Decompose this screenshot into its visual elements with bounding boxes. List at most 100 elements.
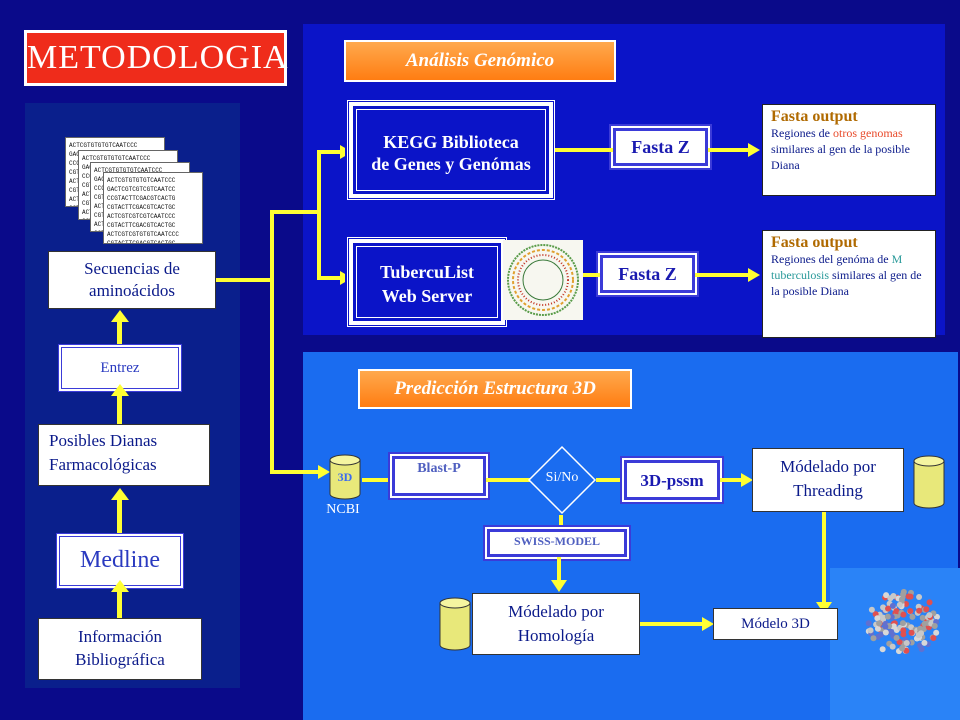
output-text-part: Regiones del genóma de: [771, 252, 892, 266]
threading-box: Módelado por Threading: [752, 448, 904, 512]
connector-line: [557, 557, 561, 583]
output-text-highlight: otros genomas: [833, 126, 903, 140]
arrow-right-icon: [318, 465, 330, 479]
modelo-3d-box: Módelo 3D: [713, 608, 838, 640]
atom-dot: [931, 623, 938, 630]
atom-dot: [933, 629, 940, 636]
atom-dot: [883, 592, 890, 599]
structure-panel-extension: [830, 568, 960, 720]
swiss-model-box: SWISS-MODEL: [487, 529, 627, 557]
connector-line: [317, 150, 321, 280]
prediccion-header: Predicción Estructura 3D: [358, 369, 632, 409]
atom-dot: [882, 623, 889, 630]
connector-line: [270, 210, 274, 472]
atom-dot: [870, 635, 877, 642]
atom-dot: [880, 604, 887, 611]
atom-dot: [882, 629, 889, 636]
arrow-right-icon: [748, 143, 760, 157]
kegg-line2: de Genes y Genómas: [371, 154, 531, 174]
decision-diamond: [527, 445, 597, 515]
atom-dot: [890, 592, 897, 599]
atom-dot: [903, 639, 910, 646]
atom-dot: [908, 624, 915, 631]
blast-p-box: Blast-P: [392, 456, 486, 496]
page-title: METODOLOGIA: [24, 30, 288, 86]
atom-dot: [900, 631, 907, 638]
arrow-up-icon: [111, 384, 129, 396]
atom-dot: [879, 646, 886, 653]
connector-line: [822, 512, 826, 607]
fasta-output-box-1: Fasta output Regiones de otros genomas s…: [762, 104, 936, 196]
fasta-output-text: Regiones del genóma de M tuberculosis si…: [771, 251, 927, 299]
genome-map-image: [503, 240, 583, 320]
database-label: 3D: [337, 470, 353, 484]
fasta-output-title: Fasta output: [771, 234, 858, 251]
fasta-output-text: Regiones de otros genomas similares al g…: [771, 125, 927, 173]
arrow-up-icon: [111, 580, 129, 592]
arrow-up-icon: [111, 310, 129, 322]
tubercu-line2: Web Server: [381, 286, 473, 306]
kegg-line1: KEGG Biblioteca: [383, 132, 519, 152]
connector-line: [720, 478, 748, 482]
connector-line: [362, 478, 392, 482]
atom-dot: [909, 613, 916, 620]
connector-line: [596, 478, 624, 482]
atom-dot: [889, 643, 896, 650]
atom-dot: [884, 613, 891, 620]
arrow-line: [117, 498, 122, 533]
output-text-part: Regiones de: [771, 126, 833, 140]
connector-line: [317, 150, 347, 154]
3d-pssm-box: 3D-pssm: [624, 460, 720, 500]
atom-dot: [900, 588, 907, 595]
output-text-part: similares al gen de la posible Diana: [771, 142, 910, 172]
atom-dot: [926, 599, 933, 606]
arrow-down-icon: [551, 580, 567, 592]
fasta-z-box-2: Fasta Z: [600, 255, 695, 293]
atom-dot: [893, 634, 900, 641]
atom-dot: [878, 631, 885, 638]
atom-dot: [893, 608, 900, 615]
atom-dot: [923, 606, 930, 613]
connector-line: [695, 273, 752, 277]
connector-line: [486, 478, 530, 482]
atom-dot: [930, 634, 937, 641]
database-icon: [913, 455, 945, 509]
atom-dot: [916, 607, 923, 614]
atom-dot: [899, 620, 906, 627]
atom-dot: [867, 627, 874, 634]
output-text-part: similares al gen de la posible Diana: [771, 268, 922, 298]
atom-dot: [865, 620, 872, 627]
connector-line: [216, 278, 272, 282]
arrow-right-icon: [702, 617, 714, 631]
atom-dot: [889, 602, 896, 609]
atom-dot: [903, 600, 910, 607]
atom-dot: [919, 614, 926, 621]
tubercu-line1: TubercuList: [379, 262, 475, 282]
connector-line: [555, 148, 613, 152]
atom-dot: [890, 623, 897, 630]
homologia-box: Módelado por Homología: [472, 593, 640, 655]
secuencias-box: Secuencias de aminoácidos: [48, 251, 216, 309]
connector-line: [708, 148, 752, 152]
analisis-genomico-header: Análisis Genómico: [344, 40, 616, 82]
arrow-right-icon: [741, 473, 753, 487]
arrow-line: [117, 393, 122, 424]
arrow-right-icon: [748, 268, 760, 282]
atom-dot: [896, 601, 903, 608]
atom-dot: [915, 632, 922, 639]
fasta-z-box-1: Fasta Z: [613, 128, 708, 166]
atom-dot: [918, 646, 925, 653]
atom-dot: [899, 645, 906, 652]
informacion-box: Información Bibliográfica: [38, 618, 202, 680]
atom-dot: [917, 625, 924, 632]
output-text-highlight: M tuberculosis: [771, 252, 903, 282]
connector-line: [640, 622, 710, 626]
connector-line: [583, 273, 600, 277]
atom-dot: [926, 612, 933, 619]
sequence-sheet: ACTCGTGTGTGTCAATCCC GACTCGTCGTCGTCAATCC …: [103, 172, 203, 244]
atom-dot: [898, 596, 905, 603]
atom-dot: [900, 611, 907, 618]
atom-dot: [905, 593, 912, 600]
connector-line: [559, 515, 563, 529]
fasta-output-title: Fasta output: [771, 108, 858, 125]
